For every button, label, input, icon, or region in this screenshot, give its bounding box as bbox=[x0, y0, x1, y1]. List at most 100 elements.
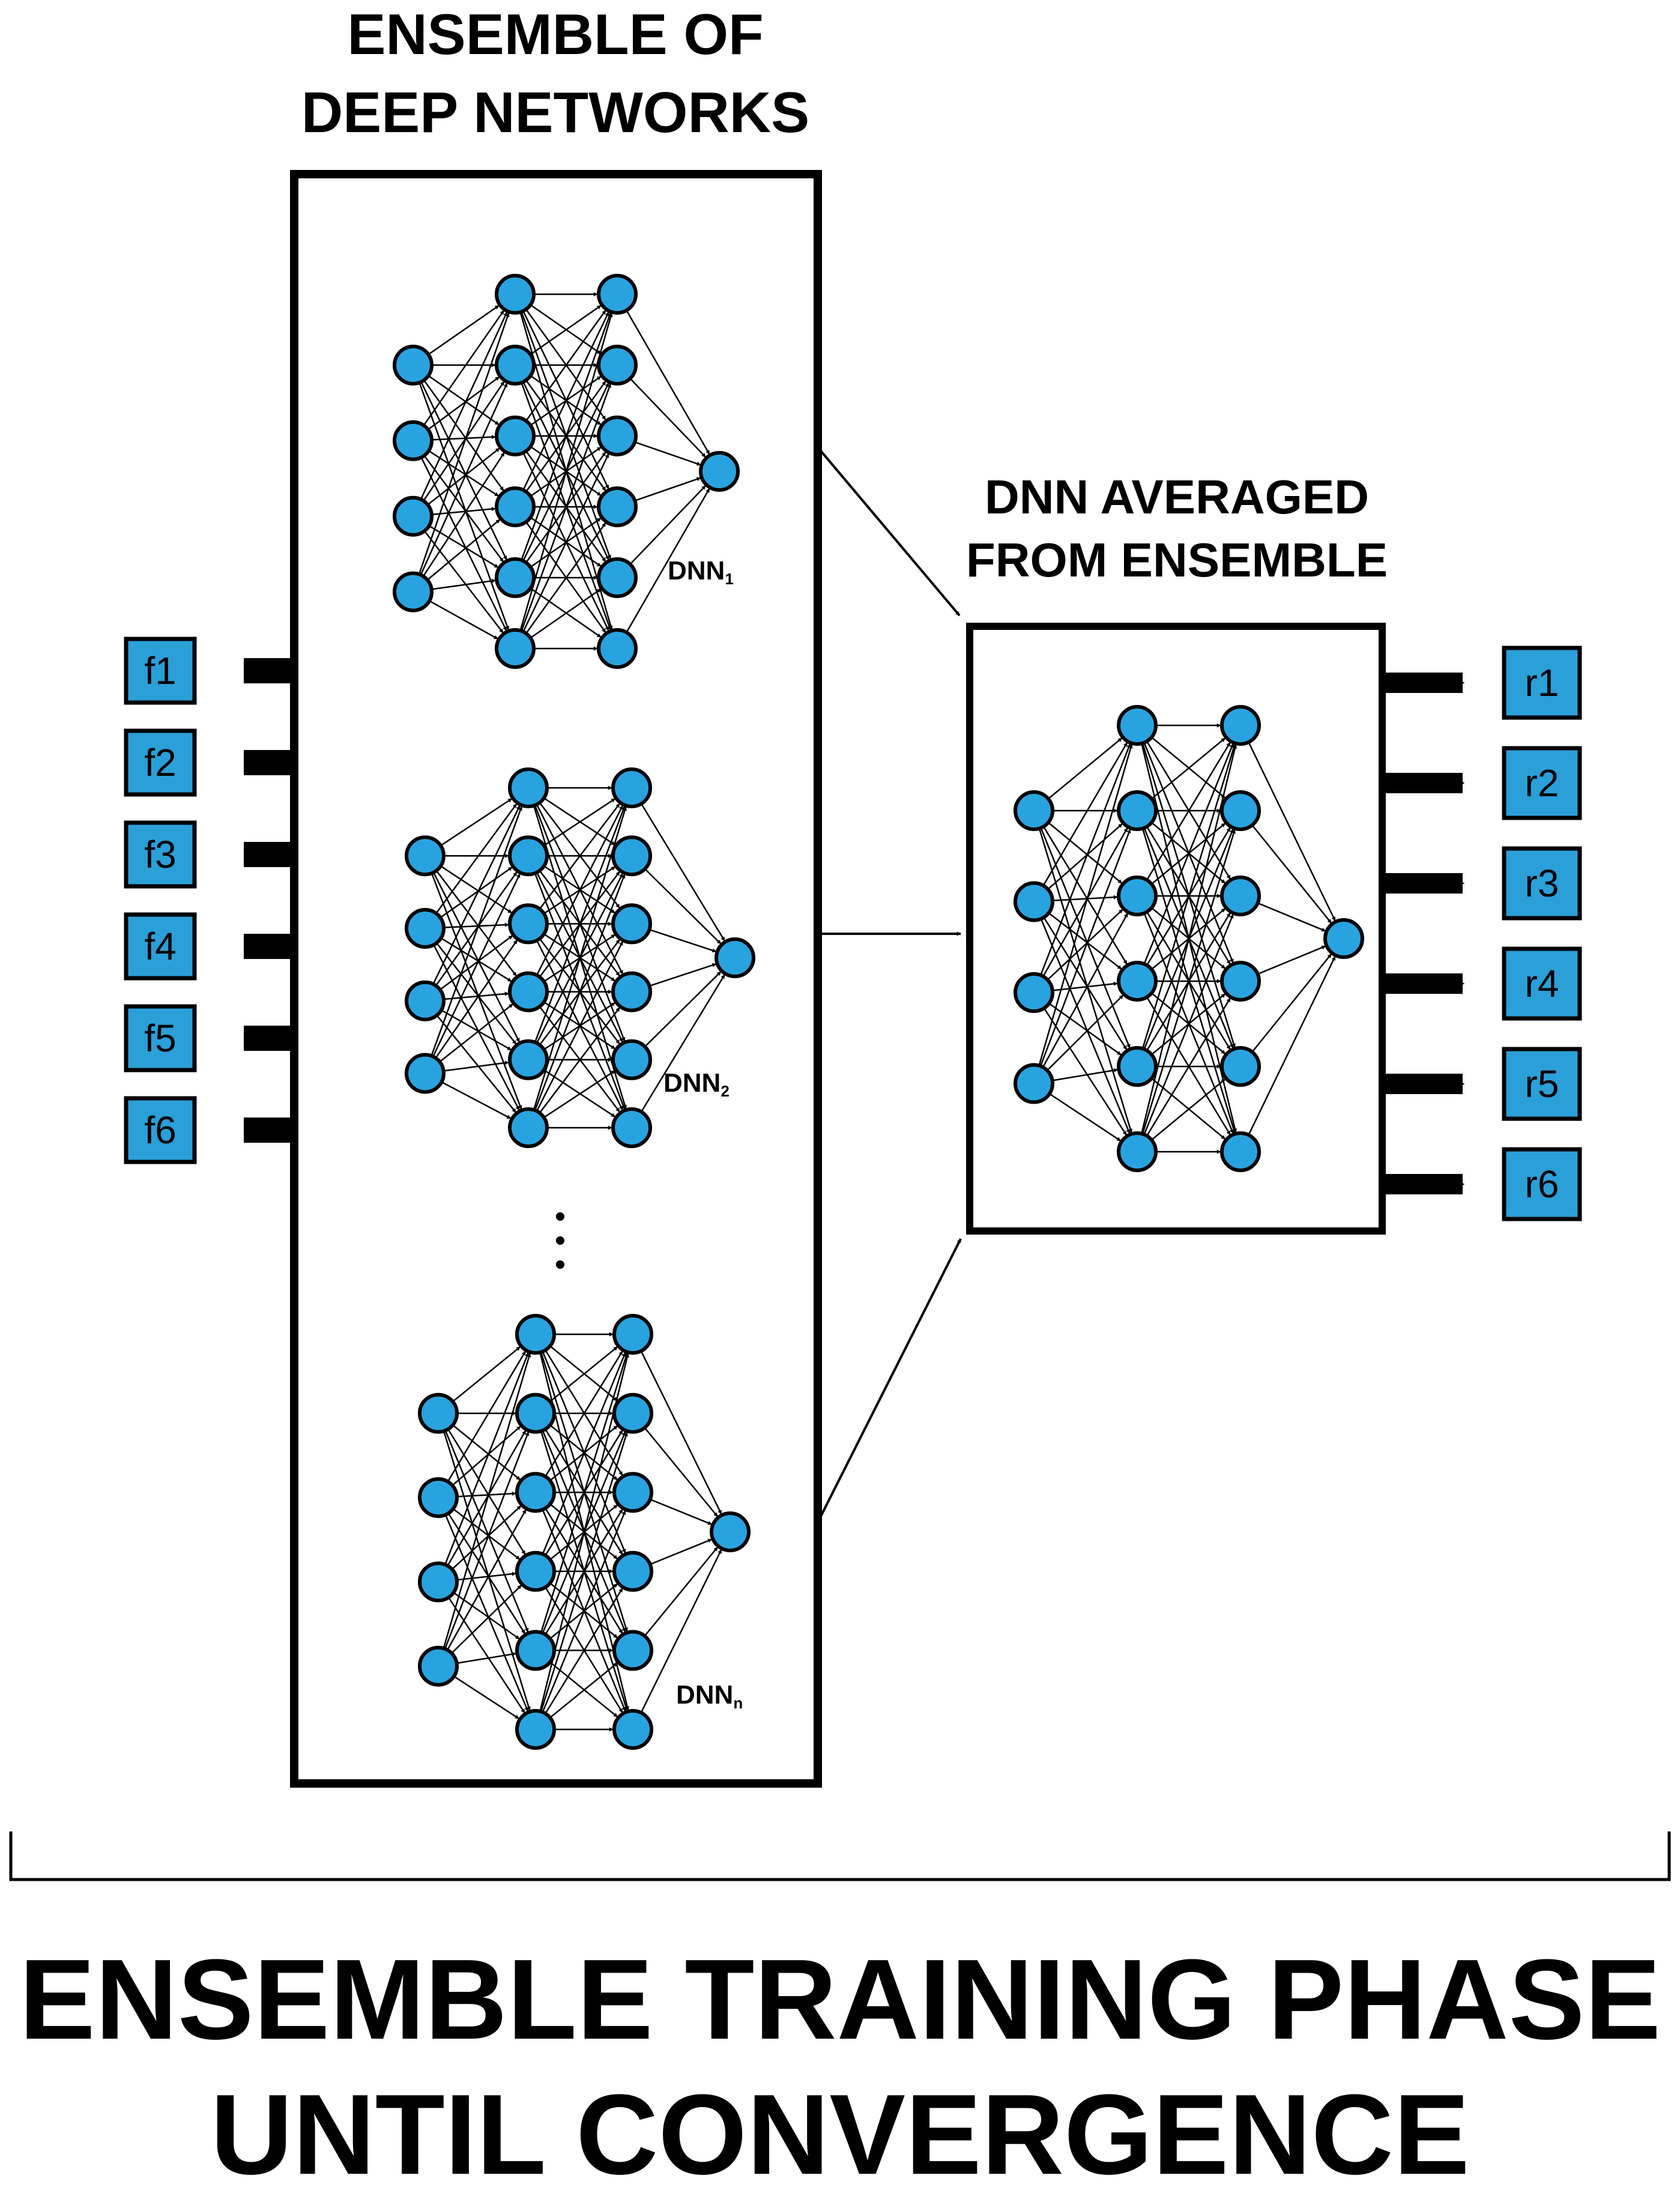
hidden-neuron bbox=[612, 1314, 653, 1355]
connection-arrow bbox=[522, 453, 609, 632]
ensemble-to-average-arrow-top bbox=[817, 446, 961, 617]
input-feature-box bbox=[124, 912, 197, 981]
hidden-neuron bbox=[515, 1550, 556, 1592]
ensemble-title-line-2: DEEP NETWORKS bbox=[301, 80, 809, 145]
connection-arrow bbox=[1257, 945, 1326, 975]
input-feature-label: f3 bbox=[144, 833, 176, 876]
connection-arrow bbox=[1251, 953, 1332, 1053]
hidden-neuron bbox=[515, 1314, 556, 1355]
connection-arrow bbox=[534, 806, 626, 1043]
hidden-neuron bbox=[1220, 1046, 1261, 1087]
connection-arrow bbox=[447, 1429, 526, 1555]
connection-arrow bbox=[536, 941, 624, 1112]
input-feature-label: f4 bbox=[144, 925, 176, 968]
connection-arrow bbox=[1052, 1068, 1119, 1081]
input-neuron bbox=[405, 1053, 446, 1094]
input-connector-bar bbox=[244, 1026, 297, 1051]
connection-arrow bbox=[629, 485, 707, 565]
connection-arrow bbox=[534, 874, 626, 1111]
connection-arrow bbox=[431, 578, 497, 590]
input-feature-box bbox=[124, 1096, 197, 1164]
connection-arrow bbox=[1048, 737, 1123, 800]
connection-arrow bbox=[540, 1432, 628, 1712]
connection-arrow bbox=[453, 1675, 520, 1720]
ensemble-network-n-label: DNNn bbox=[676, 1680, 743, 1712]
connection-arrow bbox=[549, 1346, 618, 1403]
input-neuron bbox=[418, 1477, 459, 1518]
connection-arrow bbox=[448, 1597, 525, 1714]
connection-arrow bbox=[1257, 902, 1326, 932]
connection-arrow bbox=[452, 1346, 521, 1403]
output-result-box bbox=[1502, 946, 1582, 1021]
connection-arrow bbox=[1040, 918, 1131, 1134]
hidden-neuron bbox=[612, 1393, 653, 1434]
connection-arrow bbox=[525, 522, 606, 634]
network-connections bbox=[1038, 723, 1336, 1154]
ellipsis-dot-3: • bbox=[555, 1247, 566, 1282]
connection-arrow bbox=[441, 1009, 512, 1051]
connection-arrow bbox=[423, 455, 504, 563]
phase-title-line-1: ENSEMBLE TRAINING PHASE bbox=[19, 1936, 1661, 2063]
hidden-neuron bbox=[495, 416, 536, 456]
connection-arrow bbox=[444, 1431, 530, 1650]
connection-arrow bbox=[1141, 829, 1236, 1134]
connection-arrow bbox=[436, 1014, 517, 1113]
hidden-neuron bbox=[508, 1107, 549, 1148]
output-neuron bbox=[715, 937, 755, 978]
input-feature-box bbox=[124, 637, 197, 705]
connection-arrow bbox=[443, 1430, 531, 1711]
input-neuron bbox=[405, 835, 446, 877]
connection-arrow bbox=[540, 1352, 628, 1633]
hidden-neuron bbox=[612, 1709, 653, 1750]
hidden-neuron bbox=[495, 486, 536, 527]
connection-arrow bbox=[423, 381, 505, 501]
ensemble-network-n-label-sub: n bbox=[733, 1694, 743, 1712]
connection-arrow bbox=[440, 867, 513, 919]
connection-arrow bbox=[521, 383, 611, 632]
output-neuron bbox=[699, 451, 740, 492]
connection-arrow bbox=[456, 1571, 516, 1581]
connection-arrow bbox=[422, 452, 505, 577]
hidden-neuron bbox=[515, 1630, 556, 1671]
connection-arrow bbox=[447, 1430, 527, 1567]
connection-arrow bbox=[1039, 829, 1131, 1066]
hidden-neuron bbox=[1117, 961, 1158, 1002]
connection-arrow bbox=[640, 1351, 722, 1515]
connection-arrow bbox=[644, 1427, 719, 1517]
input-neuron bbox=[393, 420, 434, 461]
connection-arrow bbox=[1143, 743, 1234, 964]
connection-arrow bbox=[1052, 981, 1118, 991]
connection-arrow bbox=[429, 600, 498, 640]
connection-arrow bbox=[431, 435, 496, 441]
connection-arrow bbox=[1042, 827, 1128, 977]
connection-arrow bbox=[423, 530, 504, 634]
ellipsis-dot-1: • bbox=[555, 1199, 566, 1234]
hidden-neuron bbox=[611, 903, 652, 945]
connection-arrow bbox=[549, 1662, 618, 1719]
output-result-box bbox=[1502, 646, 1582, 720]
connection-arrow bbox=[440, 798, 513, 847]
connection-arrow bbox=[530, 304, 602, 355]
ensemble-network-n bbox=[418, 1314, 751, 1750]
input-feature-box bbox=[124, 820, 197, 889]
ensemble-to-average-arrow-bottom bbox=[817, 1238, 962, 1523]
connection-arrow bbox=[1052, 895, 1118, 902]
connection-arrow bbox=[443, 1352, 531, 1649]
connection-arrow bbox=[640, 1549, 722, 1713]
hidden-neuron bbox=[1117, 1131, 1158, 1172]
hidden-neuron bbox=[611, 767, 652, 808]
hidden-neuron bbox=[508, 971, 549, 1012]
connection-arrow bbox=[1043, 917, 1128, 1050]
connection-arrow bbox=[420, 457, 507, 632]
phase-title-line-2: UNTIL CONVERGENCE bbox=[210, 2071, 1469, 2193]
connection-arrow bbox=[644, 1546, 719, 1637]
hidden-neuron bbox=[495, 557, 536, 598]
hidden-neuron bbox=[597, 274, 638, 315]
connection-arrow bbox=[1248, 742, 1336, 921]
hidden-neuron bbox=[611, 1107, 652, 1148]
phase-bracket bbox=[9, 1832, 1671, 1881]
output-result-label: r3 bbox=[1525, 862, 1559, 905]
connection-arrow bbox=[649, 963, 717, 987]
connection-arrow bbox=[440, 935, 513, 991]
network-connections bbox=[431, 785, 725, 1130]
